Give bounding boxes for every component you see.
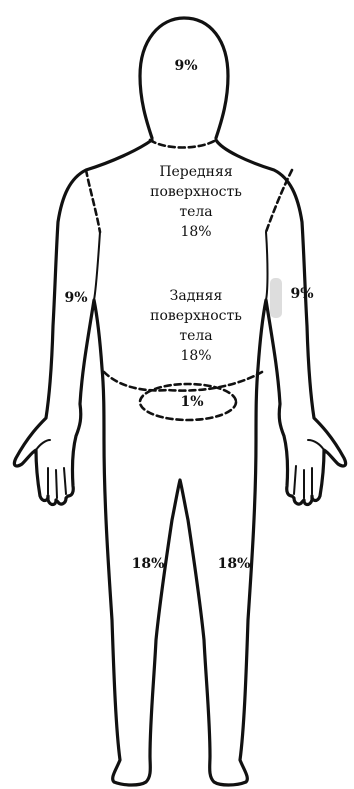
right-shoulder-boundary bbox=[266, 170, 292, 232]
neck-boundary bbox=[150, 140, 216, 148]
back-torso-line2: поверхность bbox=[150, 308, 242, 324]
left-inner-arm-line bbox=[94, 232, 100, 300]
front-torso-line3: тела bbox=[179, 204, 212, 220]
front-torso-percent: 18% bbox=[180, 224, 211, 240]
head-percent-label: 9% bbox=[174, 58, 197, 74]
left-arm-percent-label: 9% bbox=[64, 290, 87, 306]
head-outline bbox=[140, 18, 228, 138]
right-arm-shade bbox=[270, 278, 282, 318]
back-torso-line1: Задняя bbox=[170, 288, 223, 304]
perineum-percent-label: 1% bbox=[180, 394, 203, 410]
left-shoulder-boundary bbox=[86, 170, 100, 232]
right-arm-percent-label: 9% bbox=[290, 286, 313, 302]
right-inner-arm-line bbox=[266, 232, 268, 300]
back-torso-line3: тела bbox=[179, 328, 212, 344]
right-leg-percent-label: 18% bbox=[218, 556, 251, 572]
back-torso-percent: 18% bbox=[180, 348, 211, 364]
hip-boundary bbox=[104, 372, 262, 391]
front-torso-line1: Передняя bbox=[159, 164, 233, 180]
left-leg-percent-label: 18% bbox=[132, 556, 165, 572]
front-torso-line2: поверхность bbox=[150, 184, 242, 200]
